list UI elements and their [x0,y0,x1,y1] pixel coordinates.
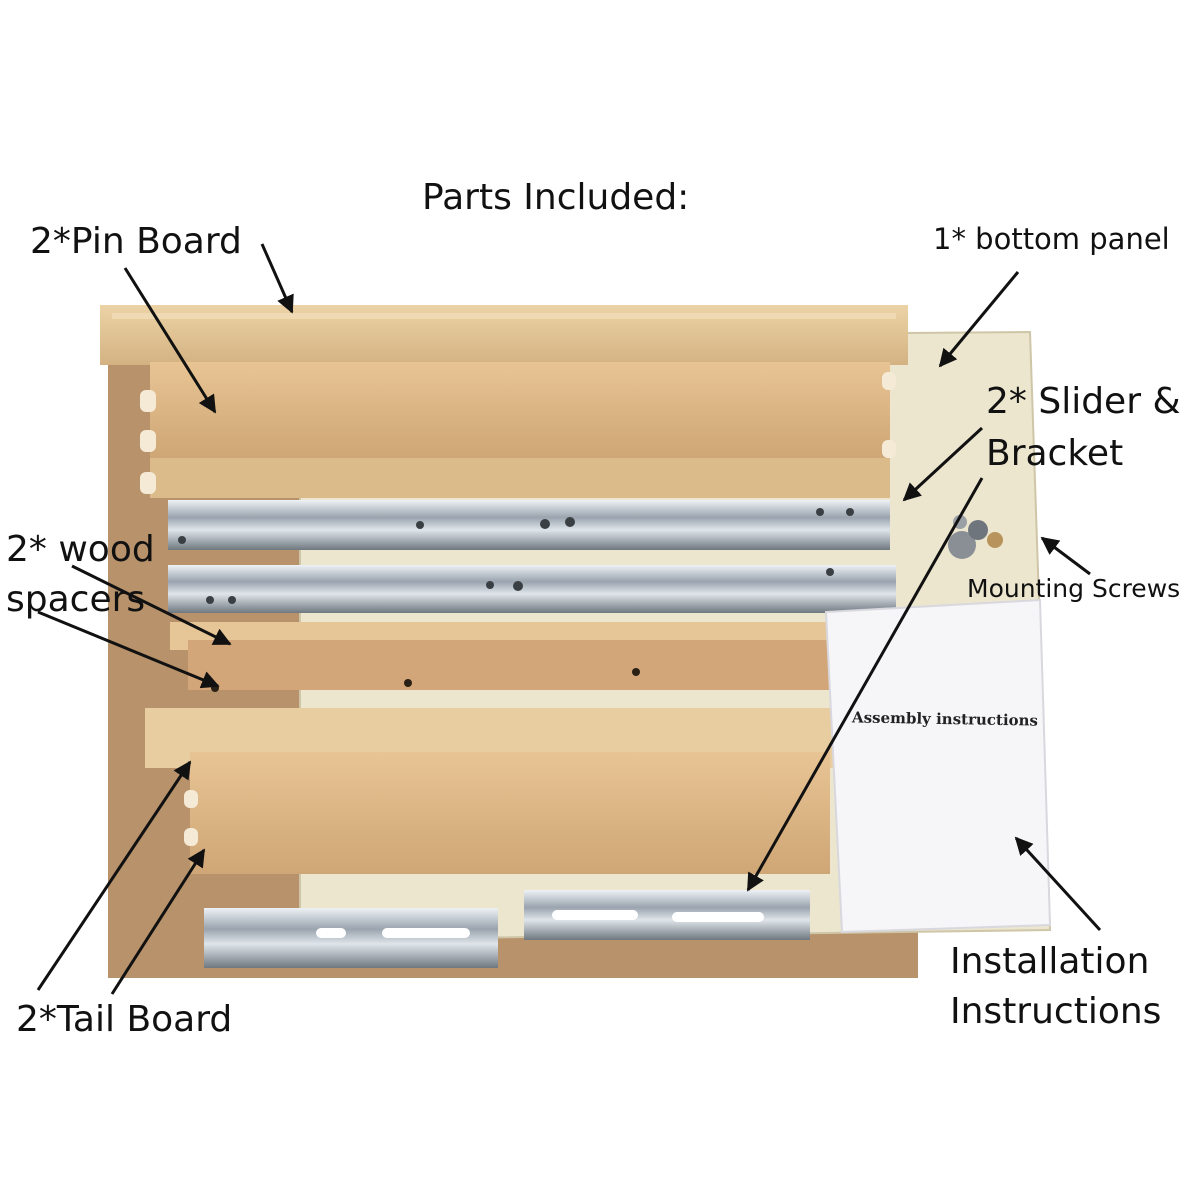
wood-spacer-2 [188,640,864,690]
arrow-bracket [746,477,984,892]
arrow-screws [1040,536,1091,576]
label-installation-line1: Installation [950,941,1150,982]
label-slider-line1: 2* Slider & [986,381,1181,422]
mounting-screws [948,515,1003,559]
label-bottom-panel: 1* bottom panel [933,222,1170,256]
label-slider-line2: Bracket [986,433,1124,474]
label-wood-line2: spacers [6,579,146,620]
arrow-tail-2 [110,848,206,995]
arrow-instructions [1014,836,1102,932]
instructions-sheet [824,598,1052,934]
label-wood-line1: 2* wood [6,529,155,570]
slider-rail-1 [168,500,890,550]
arrow-pin-1 [123,267,217,414]
pin-board-second [150,362,890,458]
arrow-wood-1 [71,564,232,646]
label-tail-board: 2*Tail Board [16,999,233,1040]
instructions-sheet-title: Assembly instructions [851,708,1039,730]
arrow-wood-2 [37,610,220,689]
label-mounting-screws: Mounting Screws [967,574,1181,603]
arrow-pin-2 [260,243,294,314]
tail-board-second [190,752,830,874]
label-installation-line2: Instructions [950,991,1162,1032]
pin-board-dovetails [140,372,896,494]
arrow-bottom-panel [938,271,1020,368]
arrow-slider [902,426,984,502]
arrow-tail-1 [36,760,192,991]
parts-included-title: Parts Included: [422,177,690,218]
label-pin-board: 2*Pin Board [30,221,242,262]
slider-rail-2 [168,565,896,613]
